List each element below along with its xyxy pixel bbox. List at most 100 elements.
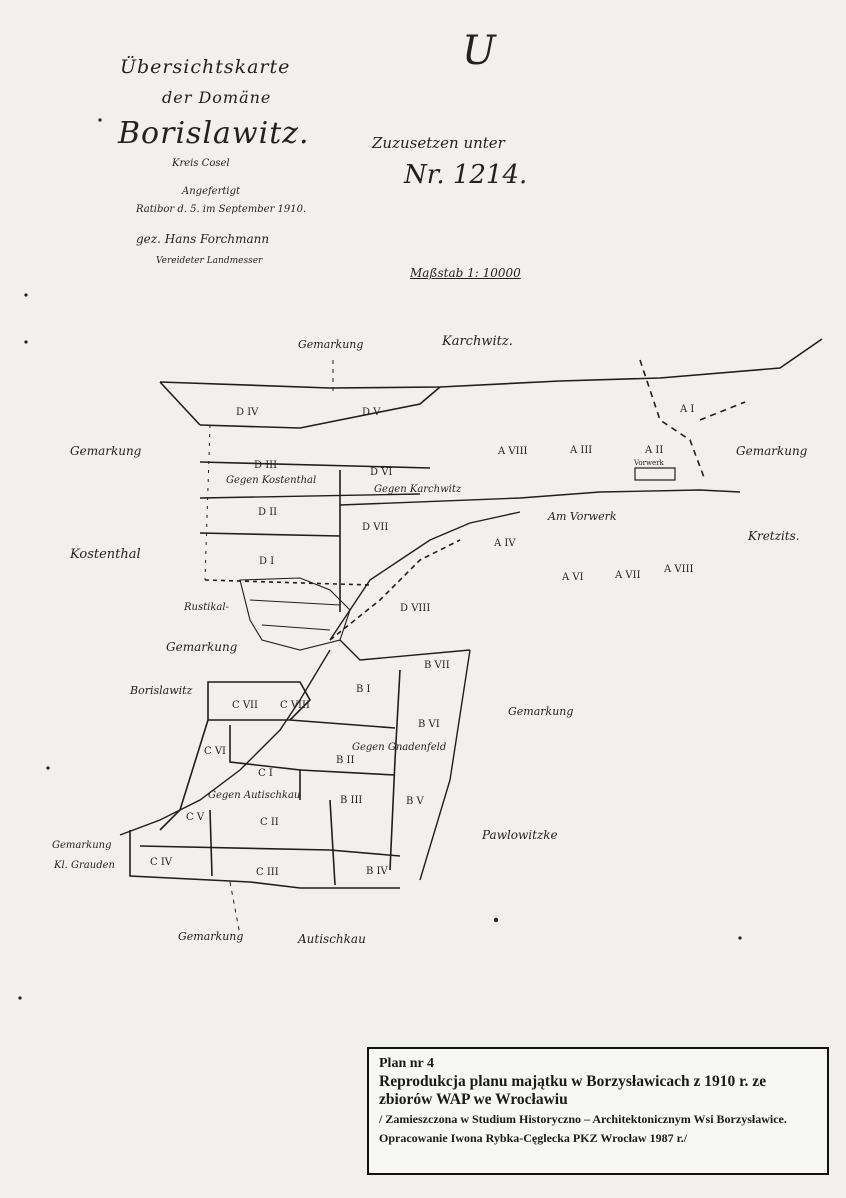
map-title-line1: Übersichtskarte [120, 56, 291, 78]
place-date-label: Ratibor d. 5. im September 1910. [136, 204, 307, 215]
plot-label: D III [254, 460, 278, 471]
field-line-c-south [139, 845, 401, 857]
plot-label: D VII [362, 522, 389, 533]
place-borislawitz: Borislawitz [130, 684, 193, 697]
plot-label: A VII [615, 570, 641, 581]
field-line-d4 [204, 579, 371, 586]
west-boundary-line [159, 381, 201, 426]
place-gemarkung-north: Gemarkung [298, 338, 364, 351]
plan-caption-box: Plan nr 4 Reprodukcja planu majątku w Bo… [367, 1047, 829, 1175]
place-pawlowitzke: Pawlowitzke [482, 828, 558, 842]
dot-mark [24, 340, 28, 344]
dot-mark [18, 996, 22, 1000]
angefertigt-label: Angefertigt [182, 186, 241, 197]
place-gegen-kostenthal: Gegen Kostenthal [226, 475, 317, 486]
plot-label: A IV [494, 538, 516, 549]
place-gemarkung-kl: Gemarkung [52, 840, 112, 851]
place-am-vorwerk: Am Vorwerk [548, 510, 617, 523]
plot-label: A VI [562, 572, 584, 583]
dot-mark [46, 766, 50, 770]
village-outline [239, 577, 351, 651]
field-line-d2 [199, 493, 421, 499]
survey-line-w [204, 424, 211, 581]
plot-label: B V [406, 796, 424, 807]
register-number: Nr. 1214. [404, 160, 528, 190]
plot-label: A III [570, 445, 593, 456]
plot-label: C IV [150, 857, 173, 868]
dot-mark [493, 917, 499, 923]
plot-label: D II [258, 507, 278, 518]
road-diagonal-2 [329, 539, 461, 641]
plot-label: C VIII [280, 700, 310, 711]
field-line-b-inner [389, 669, 401, 871]
plot-label: B I [356, 684, 371, 695]
place-gegen-karchwitz: Gegen Karchwitz [374, 484, 462, 495]
village-road [249, 599, 341, 631]
place-gegen-autischkau: Gegen Autischkau [208, 790, 301, 801]
road-to-vorwerk [339, 489, 741, 506]
plot-label: B VII [424, 660, 450, 671]
road-sw-diagonal [119, 649, 331, 836]
surveyor-name: gez. Hans Forchmann [136, 232, 270, 246]
east-boundary-line [639, 359, 746, 481]
map-title-line3: Borislawitz. [118, 116, 310, 151]
zusatz-label: Zuzusetzen unter [372, 134, 505, 152]
plot-label: C VI [204, 746, 227, 757]
caption-source-line: / Zamieszczona w Studium Historyczno – A… [379, 1112, 787, 1126]
place-gemarkung-west: Gemarkung [70, 444, 142, 458]
plot-label: C V [186, 812, 205, 823]
map-title-line2: der Domäne [162, 88, 272, 107]
caption-title-line1: Reprodukcja planu majątku w Borzysławica… [379, 1073, 767, 1090]
field-line-c-vert [209, 799, 336, 886]
dot-mark [98, 118, 102, 122]
field-line-b-north [339, 639, 471, 661]
caption-author-line: Opracowanie Iwona Rybka-Cęglecka PKZ Wro… [379, 1131, 688, 1145]
caption-title-line2: zbiorów WAP we Wrocławiu [379, 1091, 568, 1108]
plot-label: A II [645, 445, 664, 456]
plot-label: B VI [418, 719, 440, 730]
place-autischkau: Autischkau [298, 932, 366, 946]
place-karchwitz: Karchwitz. [442, 334, 513, 349]
plot-label: D VIII [400, 603, 431, 614]
place-gemarkung-east: Gemarkung [736, 444, 808, 458]
surveyor-title: Vereideter Landmesser [156, 256, 263, 266]
plot-label: B III [340, 795, 363, 806]
plot-label: D I [259, 556, 275, 567]
plot-label: A VIII [664, 564, 694, 575]
caption-plan-number: Plan nr 4 [379, 1056, 434, 1071]
place-gegen-gnadenfeld: Gegen Gnadenfeld [352, 742, 447, 753]
plot-label: A VIII [498, 446, 528, 457]
field-line-d1 [199, 461, 431, 469]
dot-mark [738, 936, 742, 940]
boundary-d-north [199, 386, 441, 429]
plot-label: C III [256, 867, 279, 878]
plot-label: D V [362, 407, 381, 418]
place-gemarkung-rustikal: Gemarkung [166, 640, 238, 654]
scale-label: Maßstab 1: 10000 [410, 266, 521, 280]
kreis-label: Kreis Cosel [172, 158, 230, 169]
vorwerk-building [634, 467, 676, 481]
north-boundary-line [159, 338, 823, 389]
field-line-b-mid [289, 719, 396, 776]
place-gemarkung-southeast: Gemarkung [508, 705, 574, 718]
field-line-b-east [419, 649, 471, 881]
place-kretzits: Kretzits. [748, 529, 800, 543]
field-outline-c-west [207, 681, 311, 721]
plot-label: B II [336, 755, 355, 766]
dot-mark [24, 293, 28, 297]
survey-line-s [229, 881, 241, 936]
road-diagonal [329, 511, 521, 641]
field-line-d3 [199, 532, 341, 537]
field-line-c-mid [229, 725, 301, 800]
plot-label: C I [258, 768, 273, 779]
plot-label: C II [260, 817, 279, 828]
place-gemarkung-south: Gemarkung [178, 930, 244, 943]
place-rustikal: Rustikal- [184, 602, 229, 613]
plot-label: B IV [366, 866, 388, 877]
plot-label: D VI [370, 467, 393, 478]
plot-label-vorwerk: Vorwerk [634, 459, 664, 467]
plot-label: A I [680, 404, 695, 415]
plot-label: D IV [236, 407, 259, 418]
